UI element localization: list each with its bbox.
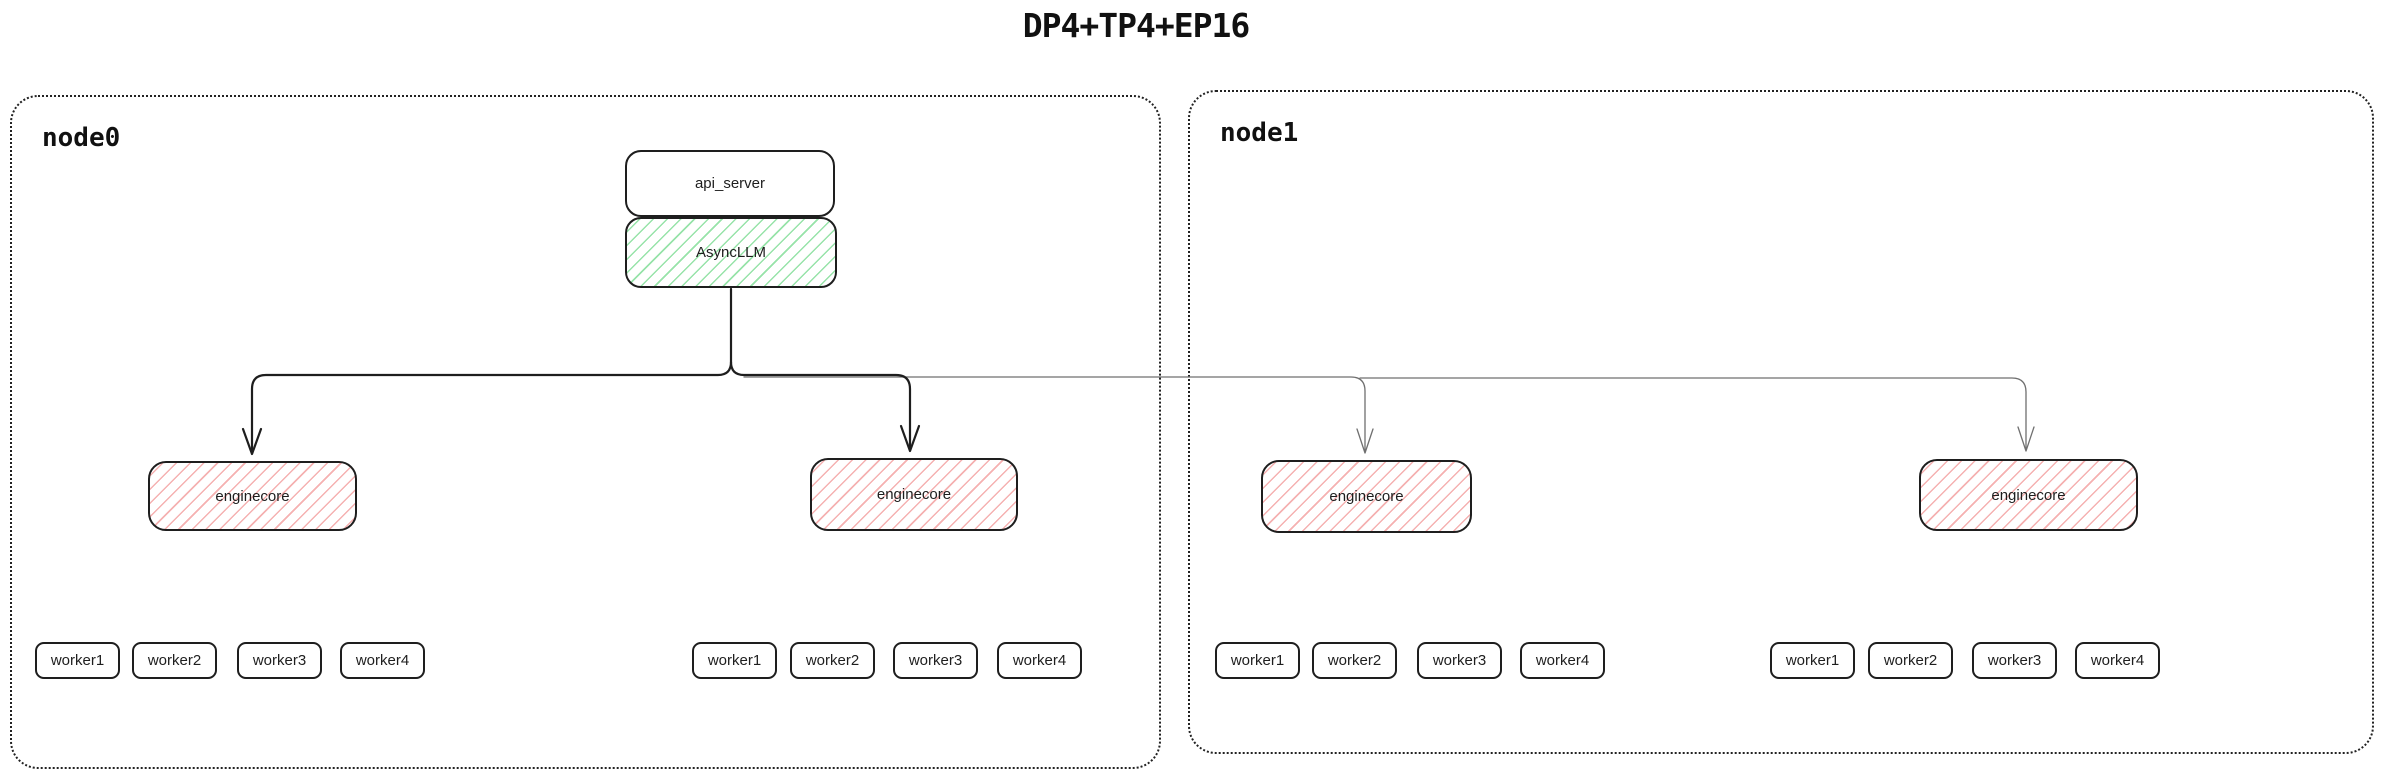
worker-box: worker2 [1312, 642, 1397, 679]
worker-box: worker1 [1770, 642, 1855, 679]
diagram-title: DP4+TP4+EP16 [1022, 6, 1250, 45]
worker-box: worker4 [340, 642, 425, 679]
worker-box: worker1 [35, 642, 120, 679]
worker-box: worker4 [1520, 642, 1605, 679]
worker-box: worker1 [1215, 642, 1300, 679]
enginecore-label: enginecore [1991, 486, 2066, 504]
enginecore-label: enginecore [215, 487, 290, 505]
enginecore-box: enginecore [810, 458, 1018, 531]
worker-box: worker3 [1972, 642, 2057, 679]
node0-label: node0 [42, 123, 121, 153]
enginecore-box: enginecore [1261, 460, 1472, 533]
worker-box: worker4 [997, 642, 1082, 679]
api-server-box: api_server [625, 150, 835, 217]
api-server-label: api_server [694, 175, 766, 192]
asyncllm-label: AsyncLLM [695, 244, 767, 261]
worker-box: worker3 [237, 642, 322, 679]
worker-box: worker3 [1417, 642, 1502, 679]
worker-box: worker2 [1868, 642, 1953, 679]
worker-box: worker4 [2075, 642, 2160, 679]
asyncllm-box: AsyncLLM [625, 217, 837, 288]
enginecore-box: enginecore [1919, 459, 2138, 531]
worker-box: worker2 [132, 642, 217, 679]
node1-label: node1 [1220, 118, 1299, 148]
enginecore-box: enginecore [148, 461, 357, 531]
worker-box: worker1 [692, 642, 777, 679]
worker-box: worker2 [790, 642, 875, 679]
worker-box: worker3 [893, 642, 978, 679]
enginecore-label: enginecore [1329, 488, 1404, 505]
enginecore-label: enginecore [876, 486, 952, 503]
